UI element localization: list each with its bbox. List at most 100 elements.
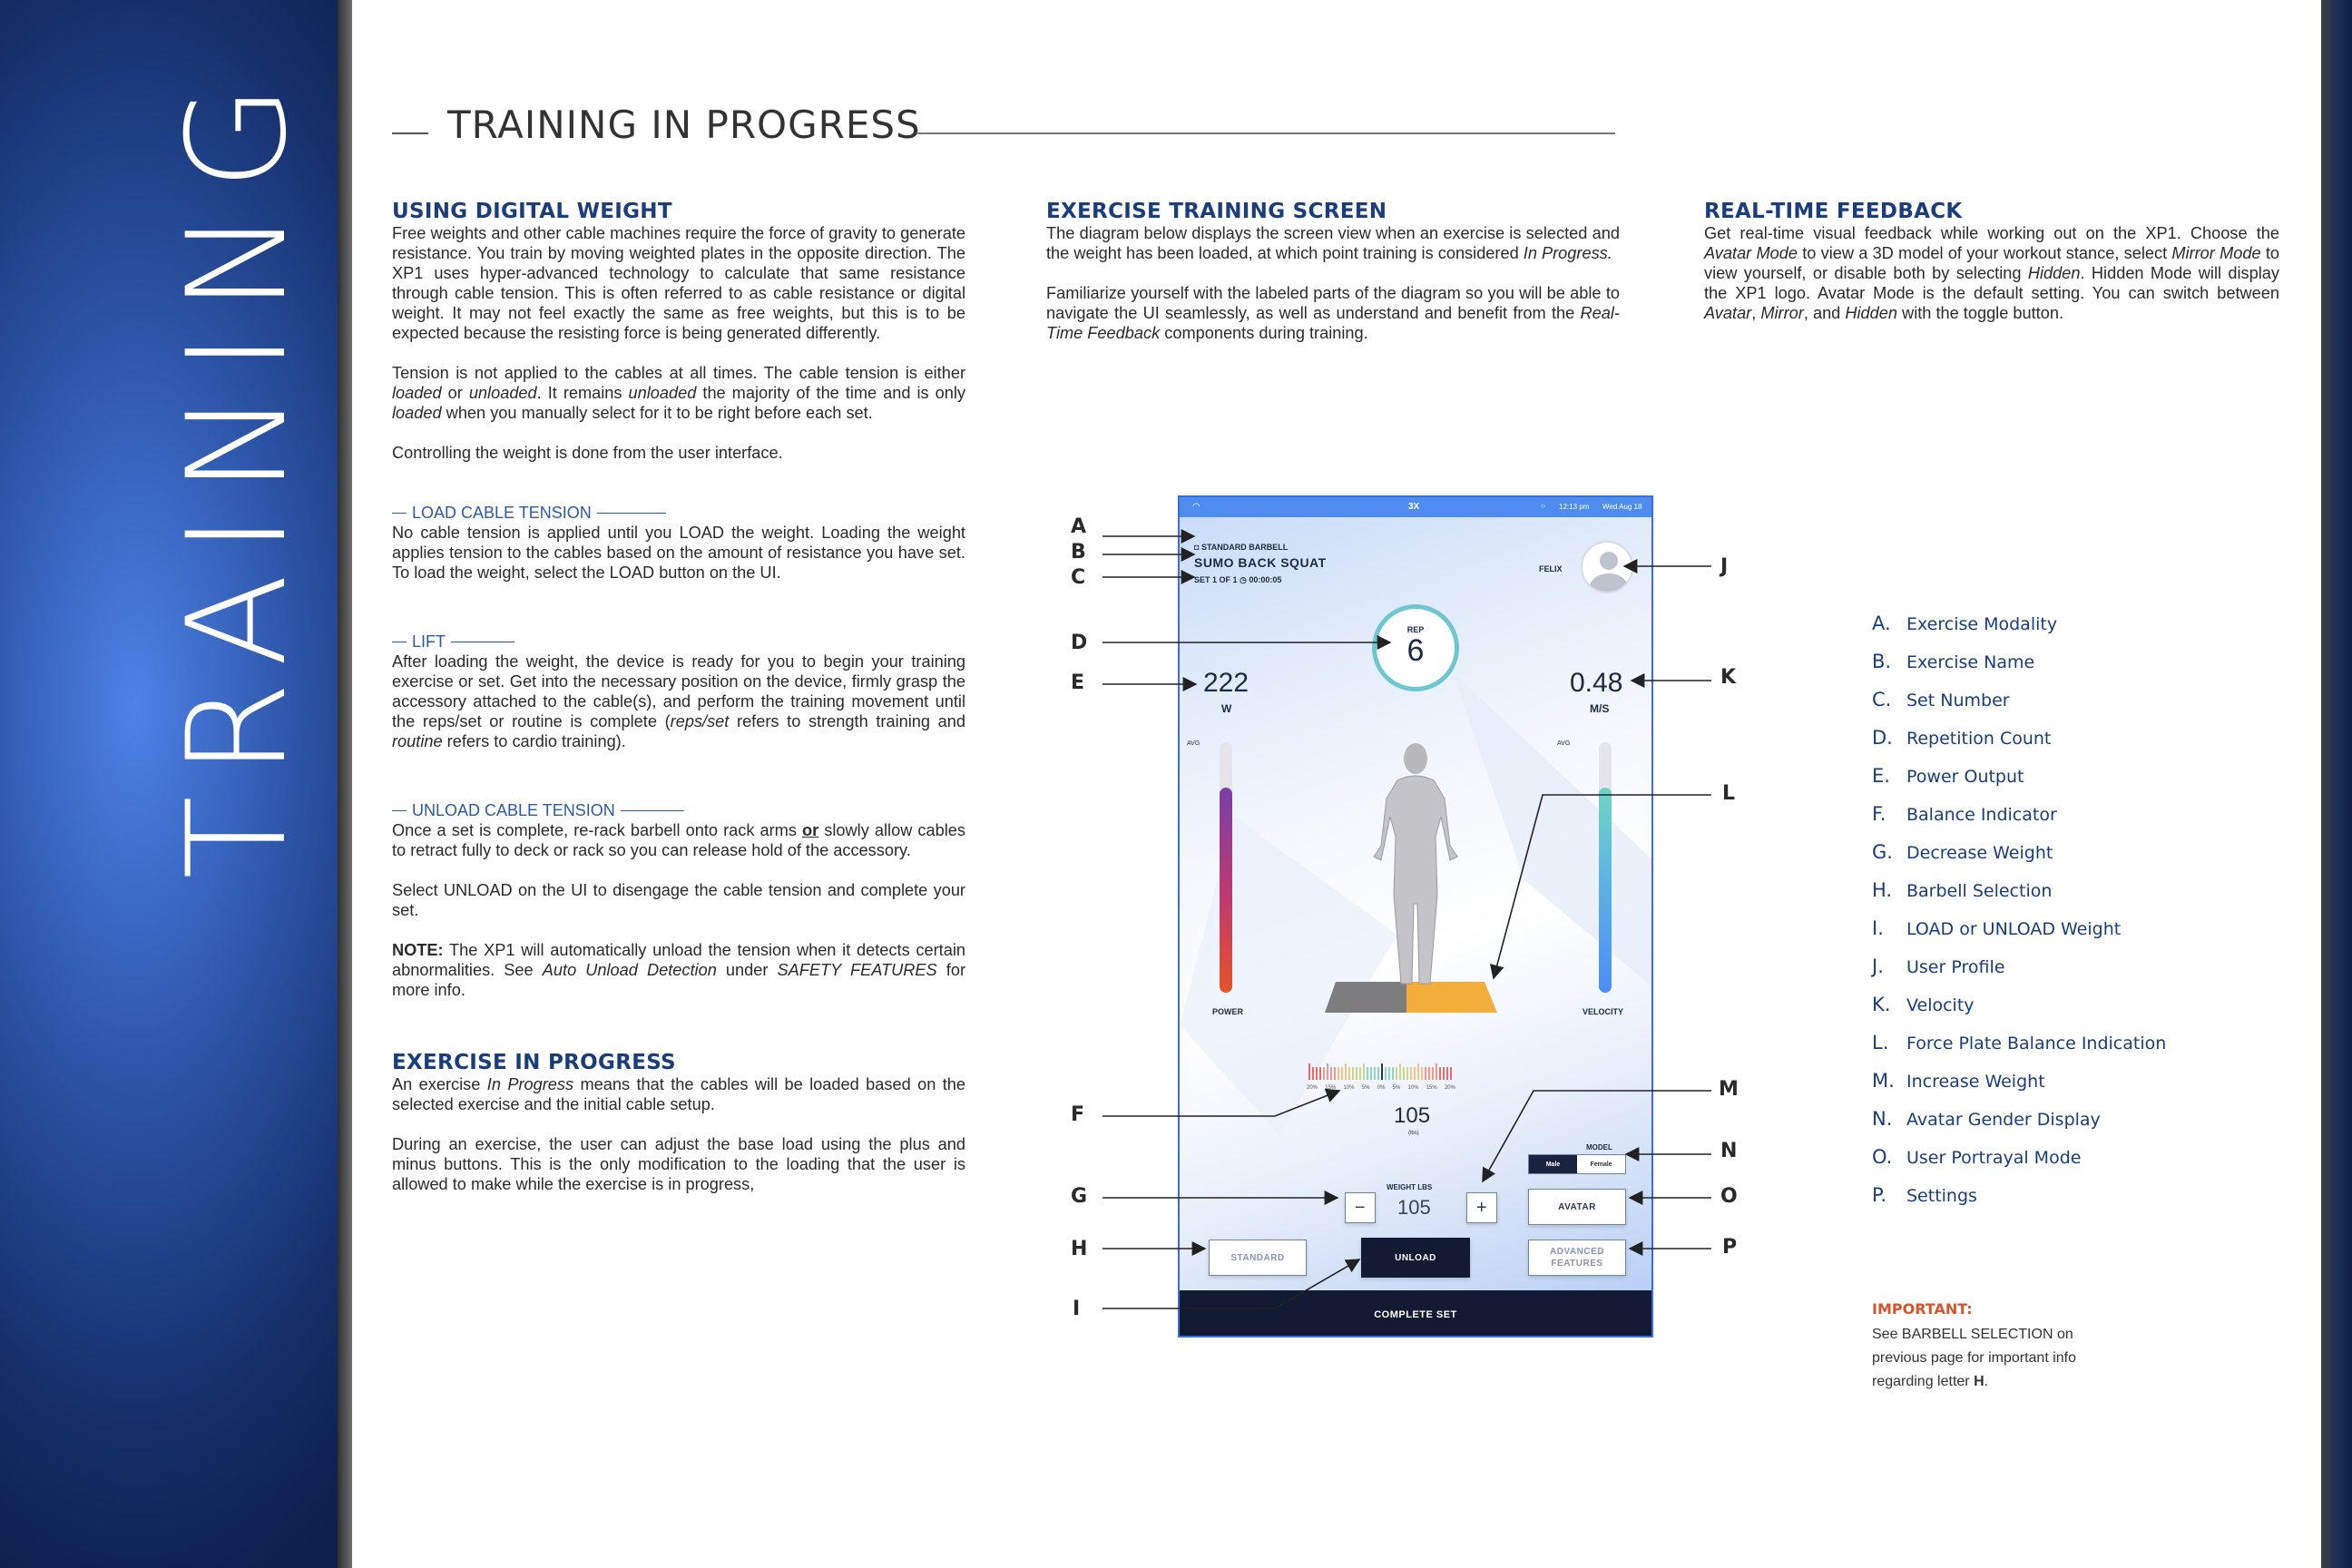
balance-tick <box>1356 1067 1357 1080</box>
avatar-body-icon <box>1590 573 1628 592</box>
balance-tick <box>1432 1067 1434 1080</box>
power-bar-fill <box>1220 787 1232 993</box>
legend-label: Avatar Gender Display <box>1906 1110 2101 1130</box>
legend-label: Settings <box>1906 1186 1977 1206</box>
complete-set-button[interactable]: COMPLETE SET <box>1180 1290 1651 1336</box>
callout-letter: E <box>1071 671 1085 694</box>
balance-tick <box>1406 1067 1408 1080</box>
balance-tick <box>1425 1067 1426 1080</box>
balance-tick-label: 10% <box>1407 1085 1419 1091</box>
legend-letter: K. <box>1872 994 1891 1015</box>
status-date: Wed Aug 18 <box>1602 503 1642 511</box>
balance-tick <box>1330 1067 1332 1080</box>
balance-tick <box>1363 1063 1365 1080</box>
legend-label: Power Output <box>1906 767 2024 787</box>
balance-tick <box>1410 1067 1412 1080</box>
legend-letter: D. <box>1872 727 1893 749</box>
power-label: POWER <box>1212 1007 1244 1016</box>
balance-tick <box>1377 1067 1379 1080</box>
page-title: TRAINING IN PROGRESS <box>447 103 921 147</box>
increase-weight-button[interactable]: + <box>1466 1192 1497 1223</box>
rep-counter: REP 6 <box>1372 604 1459 691</box>
device-screen: ◠ 3X ○ 12:13 pm Wed Aug 18 ◘ STANDARD BA… <box>1178 495 1653 1338</box>
balance-tick <box>1308 1063 1310 1080</box>
legend-label: Barbell Selection <box>1906 881 2053 901</box>
legend-letter: C. <box>1872 689 1892 710</box>
legend-item: H. Barbell Selection <box>1872 879 2166 917</box>
balance-tick <box>1436 1063 1437 1080</box>
legend-item: L.Force Plate Balance Indication <box>1872 1032 2166 1070</box>
legend-letter: L. <box>1872 1032 1889 1054</box>
balance-tick <box>1388 1067 1390 1080</box>
callout-letter: K <box>1720 666 1737 689</box>
balance-tick <box>1417 1063 1419 1080</box>
paragraph: During an exercise, the user can adjust … <box>392 1135 965 1193</box>
legend-item: D. Repetition Count <box>1872 727 2166 765</box>
model-label: MODEL <box>1586 1143 1612 1152</box>
balance-tick <box>1450 1067 1452 1080</box>
balance-tick <box>1341 1067 1343 1080</box>
balance-tick-labels: 20%15%10%5%0%5%10%15%20% <box>1307 1085 1455 1091</box>
balance-tick-label: 0% <box>1377 1085 1386 1091</box>
balance-tick <box>1345 1063 1347 1080</box>
legend-letter: N. <box>1872 1108 1893 1130</box>
legend-item: J.User Profile <box>1872 956 2166 994</box>
legend-item: B.Exercise Name <box>1872 651 2166 689</box>
velocity-value: 0.48 <box>1570 668 1623 698</box>
legend-label: Increase Weight <box>1906 1072 2045 1092</box>
avatar-mode-button[interactable]: AVATAR <box>1528 1189 1626 1225</box>
legend-label: Repetition Count <box>1906 729 2052 749</box>
column-middle: EXERCISE TRAINING SCREEN The diagram bel… <box>1046 200 1620 363</box>
legend-item: G.Decrease Weight <box>1872 841 2166 879</box>
page-edge <box>2321 0 2352 1568</box>
screen-body: ◘ STANDARD BARBELL SUMO BACK SQUAT SET 1… <box>1180 517 1651 1290</box>
section-title: TRAINING <box>159 64 317 879</box>
legend-letter: J. <box>1872 956 1884 977</box>
gender-toggle[interactable]: Male Female <box>1528 1154 1626 1174</box>
paragraph: The diagram below displays the screen vi… <box>1046 224 1620 262</box>
velocity-label: VELOCITY <box>1583 1007 1624 1016</box>
avatar[interactable] <box>1581 541 1633 593</box>
logo: 3X <box>1408 502 1420 512</box>
power-bar <box>1220 742 1232 993</box>
legend-letter: A. <box>1872 612 1891 634</box>
balance-tick <box>1385 1067 1387 1080</box>
features-label: FEATURES <box>1551 1259 1603 1269</box>
balance-tick <box>1348 1067 1350 1080</box>
user-name[interactable]: FELIX <box>1539 564 1563 573</box>
standard-barbell-button[interactable]: STANDARD <box>1209 1240 1307 1276</box>
callout-letter: G <box>1071 1185 1088 1208</box>
male-option[interactable]: Male <box>1529 1155 1577 1173</box>
legend-letter: H. <box>1872 879 1893 901</box>
legend-item: I.LOAD or UNLOAD Weight <box>1872 917 2166 956</box>
legend-item: O.User Portrayal Mode <box>1872 1146 2166 1184</box>
paragraph: Select UNLOAD on the UI to disengage the… <box>392 881 965 919</box>
balance-tick-label: 20% <box>1444 1085 1455 1091</box>
velocity-unit: M/S <box>1590 702 1610 715</box>
paragraph: Tension is not applied to the cables at … <box>392 364 966 422</box>
paragraph: No cable tension is applied until you LO… <box>392 524 965 582</box>
wifi-icon: ◠ <box>1192 502 1200 512</box>
paragraph: After loading the weight, the device is … <box>392 652 965 750</box>
balance-tick <box>1374 1067 1376 1080</box>
decrease-weight-button[interactable]: − <box>1345 1192 1376 1223</box>
legend-label: Balance Indicator <box>1906 805 2057 825</box>
balance-tick <box>1312 1067 1314 1080</box>
callout-letter: A <box>1071 515 1087 538</box>
header-rule-left <box>392 132 428 134</box>
status-time: 12:13 pm <box>1559 503 1590 511</box>
velocity-avg-label: AVG <box>1557 740 1571 747</box>
legend-label: User Portrayal Mode <box>1906 1148 2082 1168</box>
legend-letter: E. <box>1872 765 1890 787</box>
female-option[interactable]: Female <box>1590 1161 1612 1168</box>
avatar-figure <box>1325 743 1497 1013</box>
rep-label: REP <box>1406 625 1425 634</box>
balance-tick <box>1338 1067 1339 1080</box>
paragraph: An exercise In Progress means that the c… <box>392 1075 966 1113</box>
balance-tick <box>1392 1067 1394 1080</box>
unload-button[interactable]: UNLOAD <box>1361 1238 1470 1278</box>
balance-tick <box>1403 1067 1405 1080</box>
legend-item: N. Avatar Gender Display <box>1872 1108 2166 1146</box>
